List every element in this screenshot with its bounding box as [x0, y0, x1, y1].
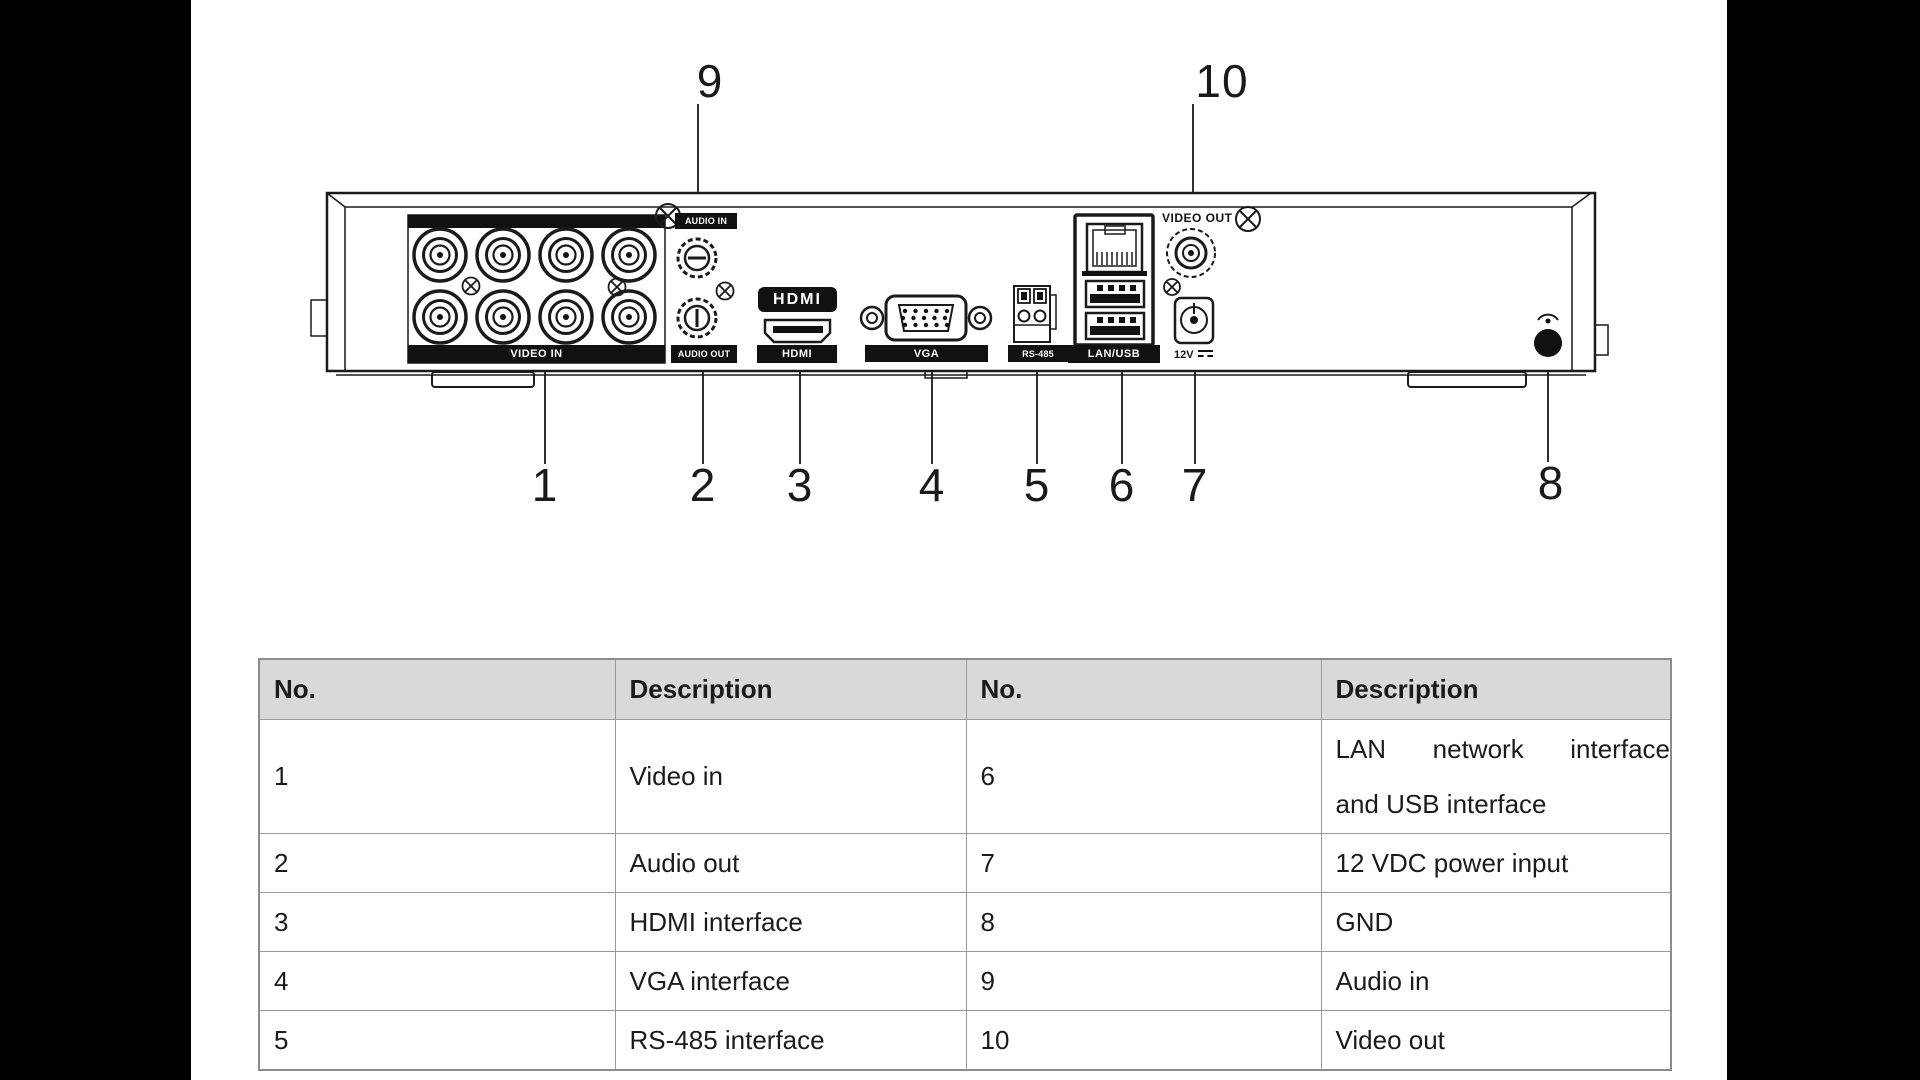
table-row: 3 HDMI interface 8 GND — [258, 892, 1672, 952]
power-label: 12V — [1174, 349, 1213, 361]
cell-desc: Audio in — [1320, 951, 1672, 1011]
cell-no: 9 — [965, 951, 1322, 1011]
cell-no: 7 — [965, 833, 1322, 893]
header-desc-left: Description — [614, 658, 967, 720]
table-row: 2 Audio out 7 12 VDC power input — [258, 833, 1672, 893]
cell-desc: 12 VDC power input — [1320, 833, 1672, 893]
callout-2: 2 — [689, 459, 717, 511]
cell-no: 4 — [258, 951, 616, 1011]
cell-desc: LAN network interface and USB interface — [1320, 719, 1672, 834]
video-in-label: VIDEO IN — [408, 345, 665, 363]
desc-line-1: LAN network interface — [1335, 733, 1671, 764]
cell-desc: RS-485 interface — [614, 1010, 967, 1071]
callout-5: 5 — [1023, 459, 1051, 511]
callout-9: 9 — [696, 55, 724, 107]
cell-desc: Audio out — [614, 833, 967, 893]
audio-out-label: AUDIO OUT — [671, 345, 737, 363]
hdmi-label: HDMI — [757, 345, 837, 363]
cell-desc: Video out — [1320, 1010, 1672, 1071]
cell-no: 10 — [965, 1010, 1322, 1071]
callout-4: 4 — [918, 459, 946, 511]
cell-no: 8 — [965, 892, 1322, 952]
audio-in-label: AUDIO IN — [675, 213, 737, 229]
callout-10: 10 — [1195, 55, 1249, 107]
hdmi-logo: HDMI — [758, 287, 837, 312]
header-no-right: No. — [965, 658, 1322, 720]
port-description-table: No. Description No. Description 1 Video … — [258, 658, 1672, 1071]
dc-symbol-icon — [1197, 350, 1213, 360]
table-row: 4 VGA interface 9 Audio in — [258, 951, 1672, 1011]
header-desc-right: Description — [1320, 658, 1672, 720]
rs485-label: RS-485 — [1008, 345, 1068, 362]
video-out-label: VIDEO OUT — [1162, 211, 1233, 225]
power-voltage-text: 12V — [1174, 349, 1194, 361]
cell-no: 6 — [965, 719, 1322, 834]
callout-6: 6 — [1108, 459, 1136, 511]
callout-1: 1 — [531, 459, 559, 511]
cell-no: 3 — [258, 892, 616, 952]
header-no-left: No. — [258, 658, 616, 720]
cell-no: 1 — [258, 719, 616, 834]
cell-desc: Video in — [614, 719, 967, 834]
callout-7: 7 — [1181, 459, 1209, 511]
table-header-row: No. Description No. Description — [258, 658, 1672, 720]
table-row: 5 RS-485 interface 10 Video out — [258, 1010, 1672, 1071]
cell-desc: HDMI interface — [614, 892, 967, 952]
callout-3: 3 — [786, 459, 814, 511]
lan-usb-label: LAN/USB — [1068, 345, 1160, 363]
cell-desc: GND — [1320, 892, 1672, 952]
cell-no: 5 — [258, 1010, 616, 1071]
table-row: 1 Video in 6 LAN network interface and U… — [258, 719, 1672, 834]
cell-desc: VGA interface — [614, 951, 967, 1011]
callout-8: 8 — [1537, 457, 1565, 509]
desc-line-2: and USB interface — [1335, 788, 1547, 819]
cell-no: 2 — [258, 833, 616, 893]
vga-label: VGA — [865, 345, 988, 362]
